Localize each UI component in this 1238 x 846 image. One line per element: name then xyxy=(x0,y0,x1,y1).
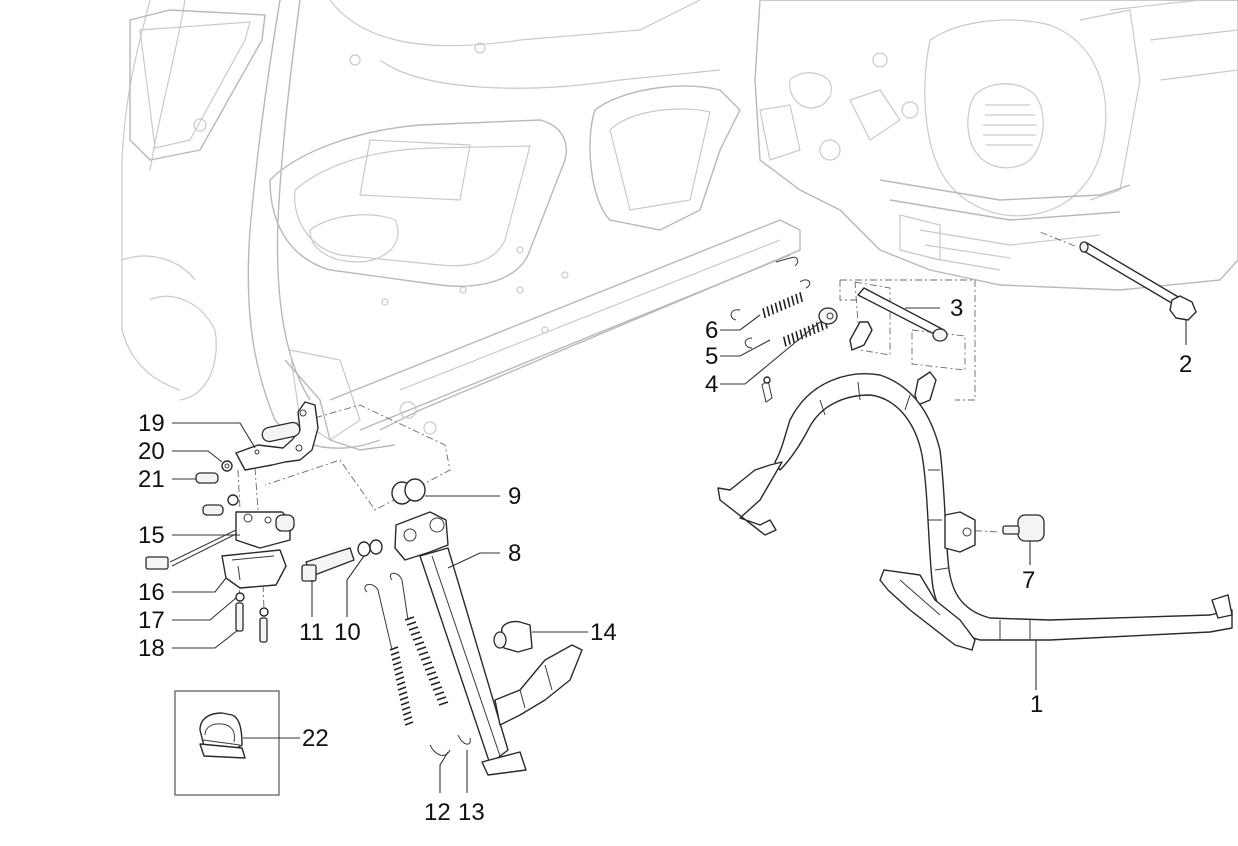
pivot-hardware xyxy=(301,478,426,582)
callout-16: 16 xyxy=(138,579,165,606)
callout-11: 11 xyxy=(299,619,324,646)
callout-4: 4 xyxy=(705,371,718,398)
pivot-parts xyxy=(818,241,1197,342)
callout-3: 3 xyxy=(950,295,963,322)
callout-13: 13 xyxy=(458,799,485,826)
callout-14: 14 xyxy=(590,619,617,646)
callout-15: 15 xyxy=(138,522,165,549)
callout-5: 5 xyxy=(705,343,718,370)
callout-6: 6 xyxy=(705,317,718,344)
inset-box xyxy=(174,690,280,796)
center-stand-part xyxy=(717,321,1233,651)
scooter-frame-ghost xyxy=(121,0,1238,451)
side-stand-springs xyxy=(364,572,471,756)
side-stand-switch-part xyxy=(145,511,295,643)
callout-1: 1 xyxy=(1030,691,1043,718)
callout-19: 19 xyxy=(138,410,165,437)
callout-7: 7 xyxy=(1022,567,1035,594)
switch-bracket-part xyxy=(195,401,319,516)
callout-10: 10 xyxy=(334,619,361,646)
callout-9: 9 xyxy=(508,483,521,510)
callout-20: 20 xyxy=(138,438,165,465)
callout-labels: 19 20 21 15 16 17 18 9 8 11 10 14 12 13 … xyxy=(138,295,1192,826)
callout-22: 22 xyxy=(302,725,329,752)
side-stand-part xyxy=(394,511,583,776)
callout-8: 8 xyxy=(508,540,521,567)
callout-18: 18 xyxy=(138,635,165,662)
callout-2: 2 xyxy=(1179,351,1192,378)
callout-12: 12 xyxy=(424,799,451,826)
leader-lines xyxy=(172,307,1187,793)
callout-17: 17 xyxy=(138,607,165,634)
callout-21: 21 xyxy=(138,466,165,493)
